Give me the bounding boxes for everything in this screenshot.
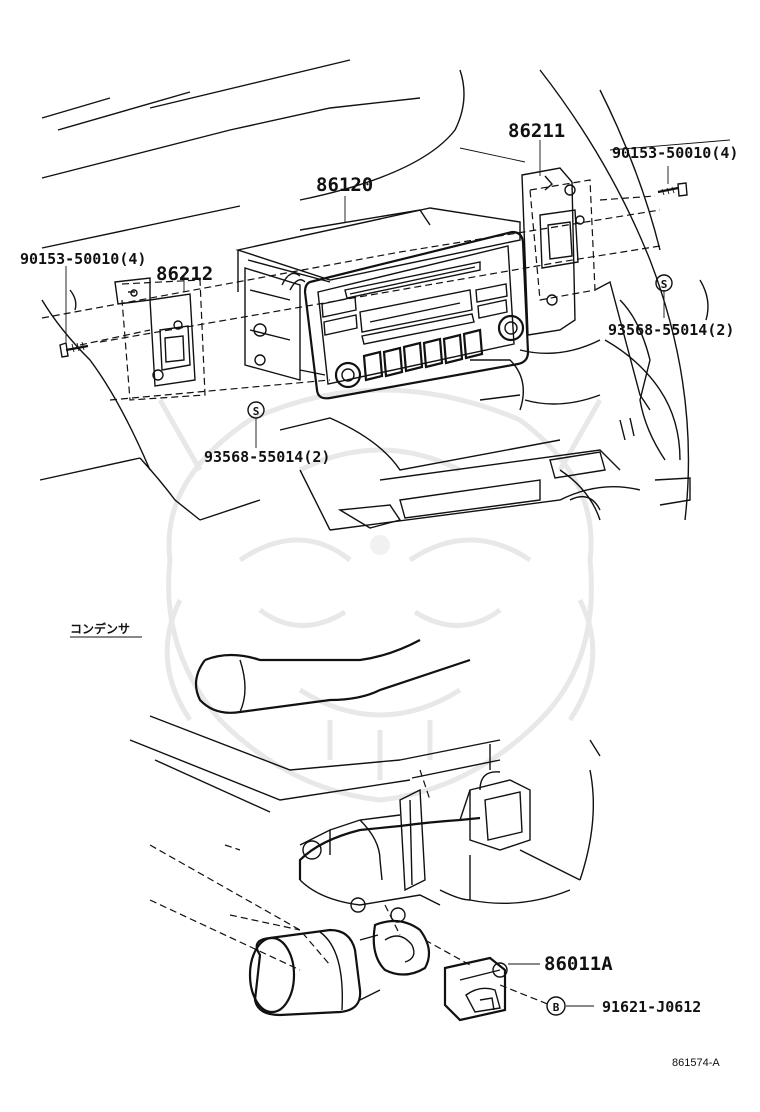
- figure-number: 861574-A: [672, 1057, 720, 1069]
- label-93568-right: 93568-55014(2): [608, 321, 734, 339]
- label-91621: 91621-J0612: [602, 998, 701, 1016]
- screw-marker-left-text: S: [253, 405, 260, 418]
- screw-marker-right: S: [655, 274, 673, 292]
- screw-right: [657, 182, 688, 197]
- radio-head-unit: [235, 207, 530, 400]
- reference-lines-lower: [149, 769, 551, 1006]
- section-label-condenser: コンデンサ: [70, 621, 130, 636]
- leader-lines-upper: [65, 139, 731, 448]
- label-90153-right: 90153-50010(4): [612, 144, 738, 162]
- leader-lines-lower: [508, 963, 594, 1007]
- dashboard-outline: [39, 59, 709, 531]
- label-93568-left: 93568-55014(2): [204, 448, 330, 466]
- bolt-marker: B: [546, 996, 566, 1016]
- engine-bay-outline: [129, 639, 601, 1022]
- label-86011a: 86011A: [544, 953, 613, 975]
- left-bracket: [114, 277, 206, 401]
- label-86120: 86120: [316, 174, 373, 196]
- label-90153-left: 90153-50010(4): [20, 250, 146, 268]
- screw-marker-right-text: S: [661, 278, 668, 291]
- watermark-emblem: [157, 387, 603, 803]
- screw-marker-left: S: [247, 401, 265, 419]
- label-86212: 86212: [156, 263, 213, 285]
- label-86211: 86211: [508, 120, 565, 142]
- right-bracket: [521, 167, 596, 336]
- screw-left: [59, 341, 89, 358]
- bolt-marker-text: B: [553, 1001, 560, 1014]
